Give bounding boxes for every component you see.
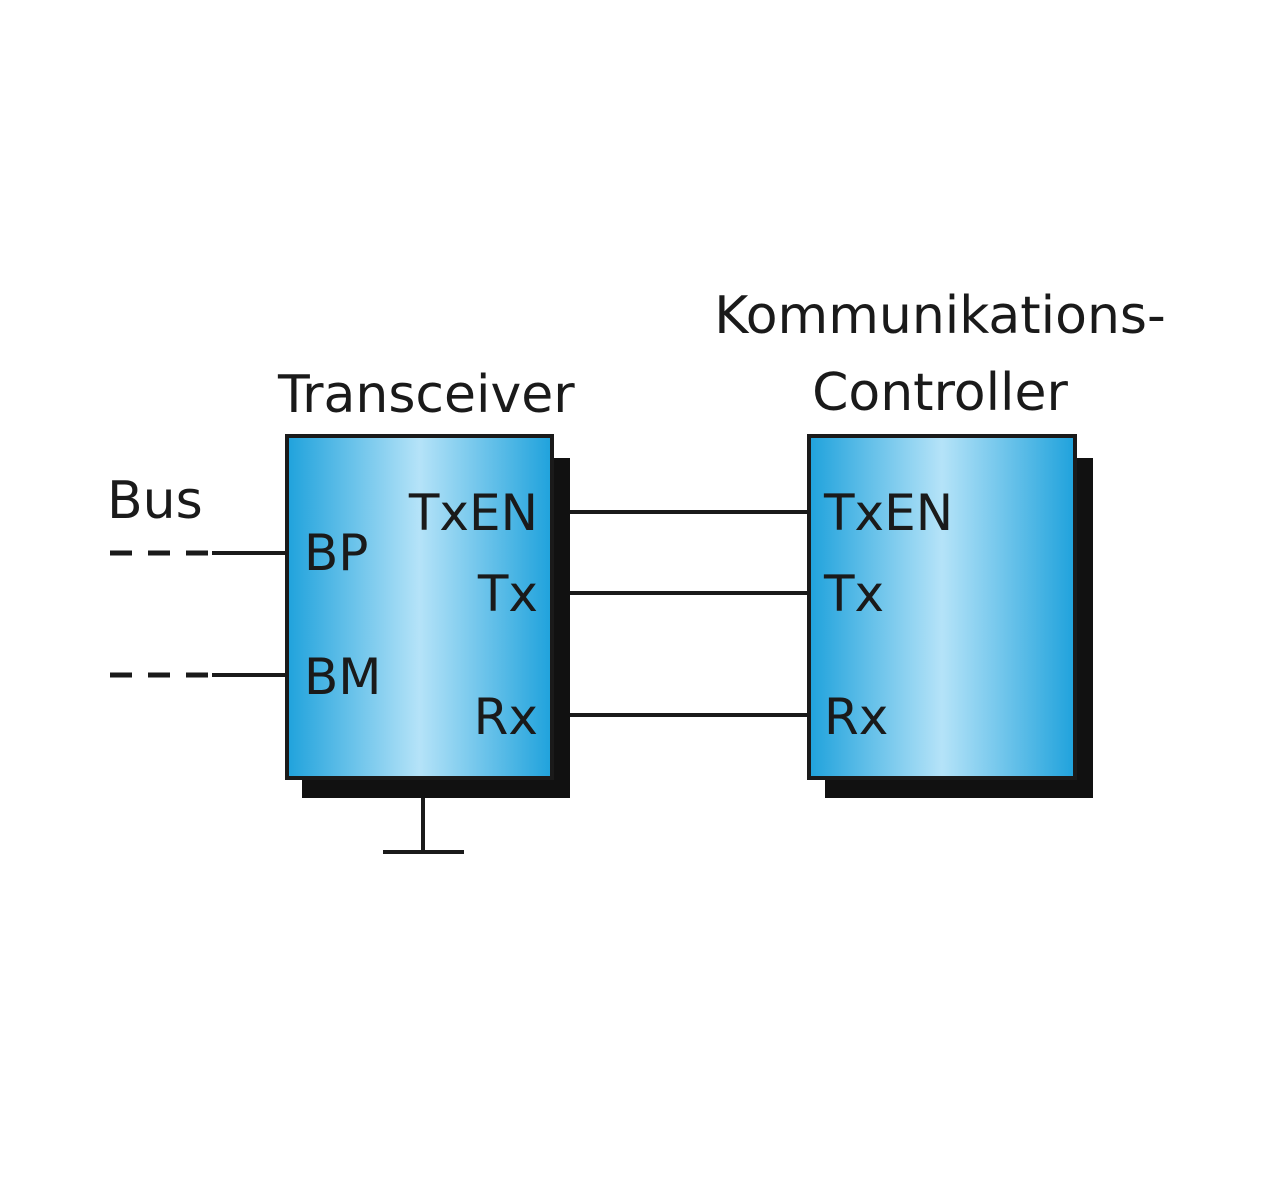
transceiver-pin-rx: Rx (474, 688, 538, 746)
transceiver-block (285, 434, 554, 780)
transceiver-pin-txen: TxEN (408, 484, 538, 542)
transceiver-title: Transceiver (277, 365, 575, 425)
pin-bm: BM (304, 648, 381, 706)
bus-label: Bus (107, 471, 203, 531)
controller-block (807, 434, 1077, 780)
transceiver-pin-tx: Tx (477, 565, 538, 623)
controller-pin-tx: Tx (823, 565, 884, 623)
pin-bp: BP (304, 524, 368, 582)
controller-title-line2: Controller (812, 363, 1068, 423)
controller-pin-rx: Rx (824, 688, 888, 746)
controller-title-line1: Kommunikations- (714, 286, 1166, 346)
controller-pin-txen: TxEN (823, 484, 953, 542)
